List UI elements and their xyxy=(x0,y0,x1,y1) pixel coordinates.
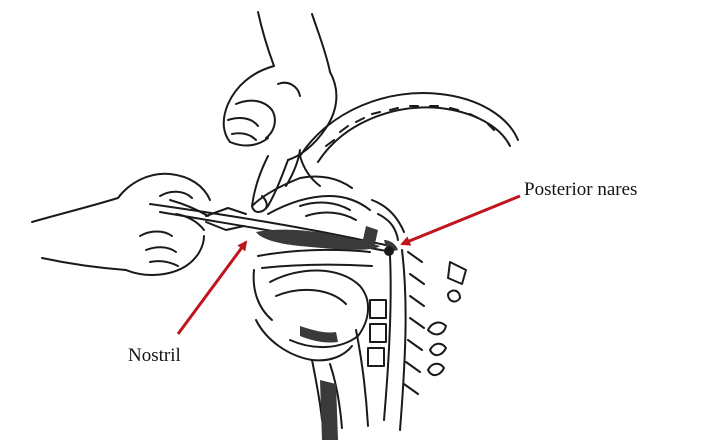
nostril-arrow xyxy=(178,242,246,334)
upper-hand-drawing xyxy=(224,12,337,212)
skull-section-drawing xyxy=(252,93,518,430)
neck-shading xyxy=(320,380,338,440)
nostril-label: Nostril xyxy=(128,346,181,365)
posterior-nares-label: Posterior nares xyxy=(524,180,637,199)
turbinate-shading xyxy=(362,226,378,248)
posterior-nares-marker xyxy=(384,246,394,256)
lower-hand-drawing xyxy=(32,174,210,275)
mouth-shading xyxy=(300,326,338,343)
side-specimen-marks xyxy=(428,262,466,375)
posterior-nares-arrow xyxy=(402,196,520,244)
